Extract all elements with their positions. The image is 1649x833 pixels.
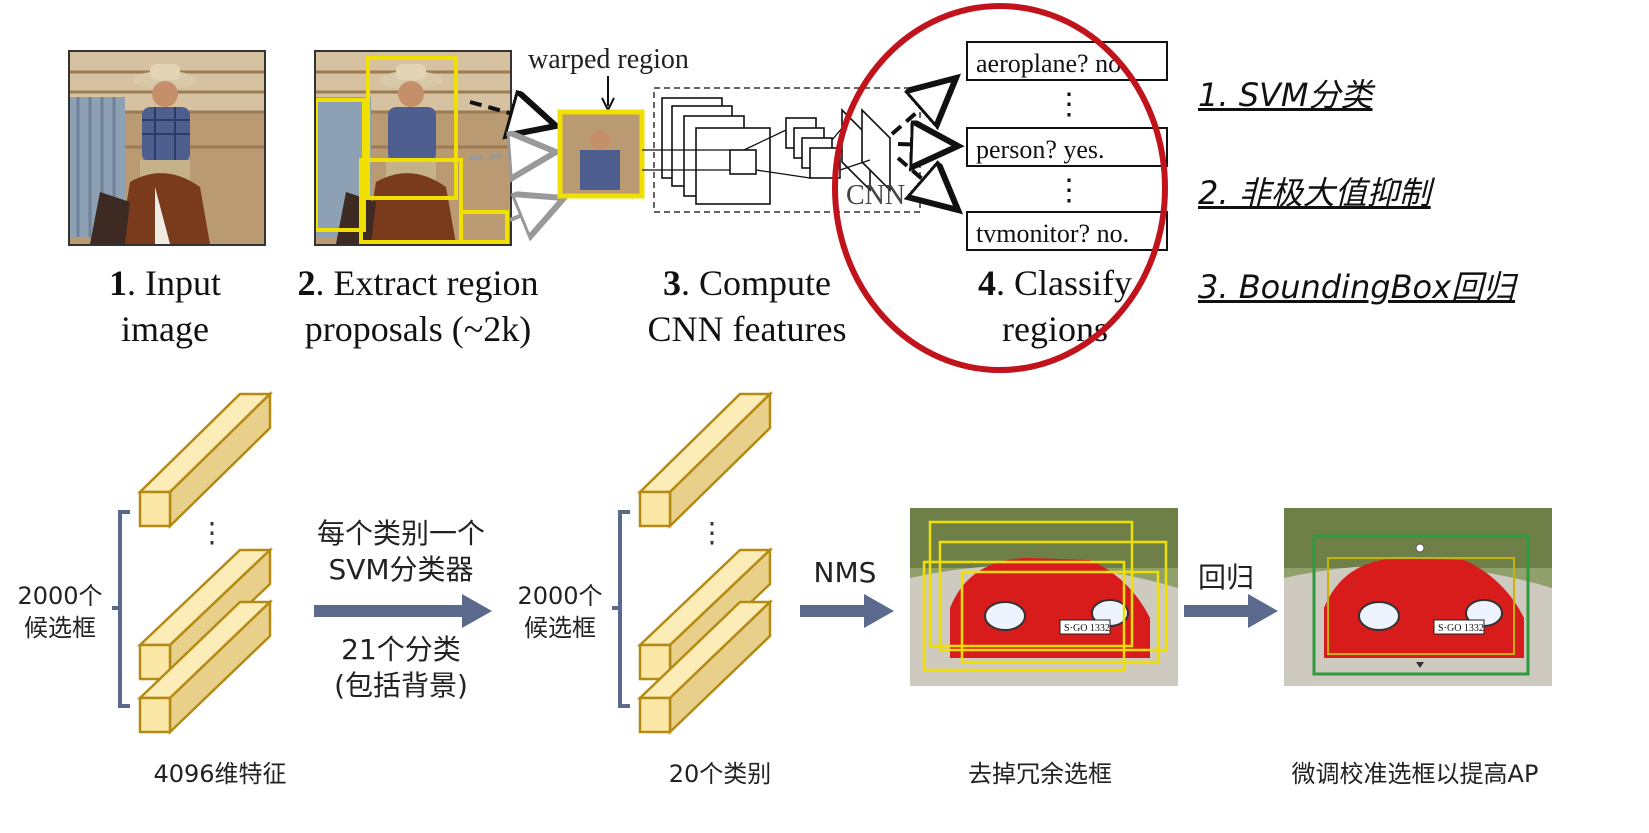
classify-arrow-3 bbox=[896, 156, 958, 210]
step-2-caption: 2. Extract region proposals (~2k) bbox=[297, 263, 539, 349]
proposal-arrow-2 bbox=[469, 152, 556, 158]
bars-dots-left: ⋮ bbox=[198, 518, 226, 549]
car-photo-2: S⋅GO 1332 bbox=[1284, 508, 1552, 686]
svg-text:S⋅GO 1332: S⋅GO 1332 bbox=[1064, 623, 1110, 634]
output-dots-1: ⋮ bbox=[1054, 88, 1084, 121]
note-bbox-regression: 3. BoundingBox回归 bbox=[1198, 268, 1516, 306]
regress-label: 回归 bbox=[1197, 561, 1254, 594]
proposal-box-person bbox=[366, 56, 458, 200]
car-regressed-image: S⋅GO 1332 bbox=[1284, 508, 1552, 686]
step-3-caption: 3. Compute CNN features bbox=[647, 263, 847, 349]
proposal-arrow-3 bbox=[509, 198, 564, 220]
feature-bars-middle: ⋮ bbox=[636, 391, 774, 735]
left-count-label: 2000个 候选框 bbox=[17, 582, 103, 642]
highlight-circle bbox=[832, 3, 1168, 373]
middle-count-label: 2000个 候选框 bbox=[517, 582, 603, 642]
bars-dots-middle: ⋮ bbox=[698, 518, 726, 549]
caption-regression: 微调校准选框以提高AP bbox=[1291, 760, 1539, 788]
note-nms: 2. 非极大值抑制 bbox=[1198, 174, 1431, 212]
proposal-box-horse bbox=[359, 158, 463, 244]
classify-arrow-1 bbox=[890, 78, 956, 136]
car-nms-image: S⋅GO 1332 bbox=[910, 508, 1178, 686]
output-box-1 bbox=[966, 41, 1168, 81]
output-label-1: aeroplane? no. bbox=[976, 49, 1128, 78]
rcnn-flow: warped region CNN aeroplane? no. ⋮ perso… bbox=[469, 41, 1168, 251]
bracket-middle bbox=[612, 510, 630, 708]
output-label-2: person? yes. bbox=[976, 135, 1105, 164]
class-bar-3 bbox=[636, 599, 774, 735]
car-photo-1: S⋅GO 1332 bbox=[910, 508, 1178, 686]
feature-bar-3 bbox=[136, 599, 274, 735]
proposal-box-fence bbox=[316, 98, 366, 232]
feature-bar-1 bbox=[136, 391, 274, 529]
proposal-arrow-1 bbox=[469, 102, 556, 126]
input-image bbox=[68, 50, 266, 246]
feature-bars-left: ⋮ bbox=[136, 391, 274, 735]
caption-nms: 去掉冗余选框 bbox=[968, 760, 1112, 788]
svg-text:S⋅GO 1332: S⋅GO 1332 bbox=[1438, 623, 1484, 634]
class-bar-1 bbox=[636, 391, 774, 529]
classes-count-label: 21个分类 (包括背景) bbox=[334, 633, 468, 702]
cowboy-photo bbox=[70, 52, 264, 244]
arrow-regress bbox=[1184, 594, 1278, 628]
step-1-caption: 1. Input image bbox=[109, 263, 221, 349]
cnn-dashed-box bbox=[653, 87, 921, 213]
nms-label: NMS bbox=[813, 556, 877, 589]
bracket-left bbox=[112, 510, 130, 708]
arrow-svm bbox=[314, 594, 492, 628]
output-box-2 bbox=[966, 127, 1168, 167]
proposals-image bbox=[314, 50, 512, 246]
proposal-box-small bbox=[459, 210, 509, 244]
cnn-layers bbox=[661, 97, 891, 205]
arrow-nms bbox=[800, 594, 894, 628]
caption-classes: 20个类别 bbox=[668, 760, 772, 788]
cnn-label: CNN bbox=[846, 180, 905, 211]
output-box-3 bbox=[966, 211, 1168, 251]
output-dots-2: ⋮ bbox=[1054, 174, 1084, 207]
warped-region-label: warped region bbox=[528, 44, 689, 75]
output-label-3: tvmonitor? no. bbox=[976, 219, 1129, 248]
classify-arrow-2 bbox=[897, 144, 958, 146]
note-svm: 1. SVM分类 bbox=[1198, 76, 1373, 114]
caption-features: 4096维特征 bbox=[153, 760, 287, 788]
svm-per-class-label: 每个类别一个 SVM分类器 bbox=[316, 517, 485, 586]
proposals-photo bbox=[316, 52, 510, 244]
